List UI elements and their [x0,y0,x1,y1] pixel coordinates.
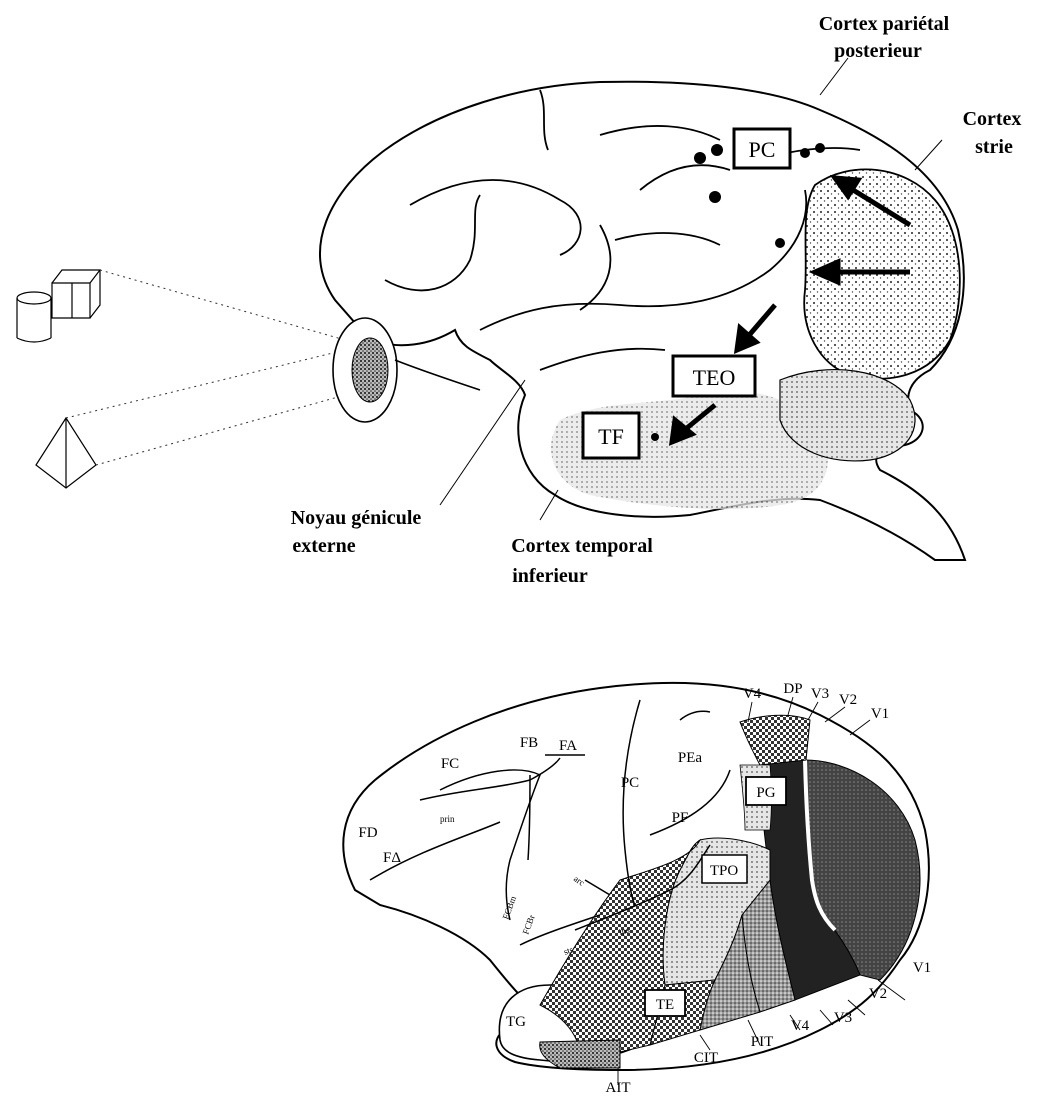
fc-label: FC [441,756,459,772]
pf-label: PF [672,810,689,826]
svg-text:PC: PC [749,137,776,162]
cube-object [52,270,100,318]
striate-label-1: Cortex [963,108,1022,130]
fa-label: FA [559,738,577,754]
svg-text:TPO: TPO [710,863,739,879]
tpo-box: TPO [702,855,747,883]
pg-box: PG [746,777,786,805]
v4-top-label: V4 [743,686,762,702]
svg-text:TE: TE [656,997,674,1013]
cylinder-object [17,292,51,342]
svg-text:TF: TF [598,424,624,449]
v4-bottom-label: V4 [791,1018,810,1034]
v3-bottom-label: V3 [834,1010,852,1026]
tf-box: TF [583,413,639,458]
sight-lines [66,270,345,465]
svg-text:PG: PG [756,785,775,801]
lgn-label-2: externe [292,535,355,557]
pc-label: PC [621,775,639,791]
bottom-brain-diagram: PG TPO TE V4 DP V3 V2 V [343,681,931,1096]
lgn-label-1: Noyau génicule [291,507,422,529]
cit-label: CIT [694,1050,718,1066]
te-box: TE [645,990,685,1016]
parietal-label-2: posterieur [834,40,922,62]
tg-label: TG [506,1014,526,1030]
v1-bottom-label: V1 [913,960,931,976]
dp-label: DP [783,681,802,697]
fd-label: FD [358,825,377,841]
striate-label-2: strie [975,136,1013,158]
pc-box: PC [734,129,790,168]
prin-label: prin [440,814,455,824]
teo-box: TEO [673,356,755,396]
pea-label: PEa [678,750,703,766]
pit-label: PIT [751,1034,774,1050]
fdelta-label: FΔ [383,850,401,866]
pyramid-object [36,418,96,488]
temporal-label-2: inferieur [512,565,588,587]
top-brain-diagram: PC TEO TF Cortex pariétal posterieur Cor… [17,13,1021,587]
svg-text:TEO: TEO [693,365,736,390]
v2-top-label: V2 [839,692,857,708]
v1-top-label: V1 [871,706,889,722]
parietal-label-1: Cortex pariétal [819,13,950,35]
temporal-label-1: Cortex temporal [511,535,653,557]
ait-label: AIT [606,1080,631,1096]
fb-label: FB [520,735,538,751]
v2-bottom-label: V2 [869,986,887,1002]
v3-top-label: V3 [811,686,829,702]
